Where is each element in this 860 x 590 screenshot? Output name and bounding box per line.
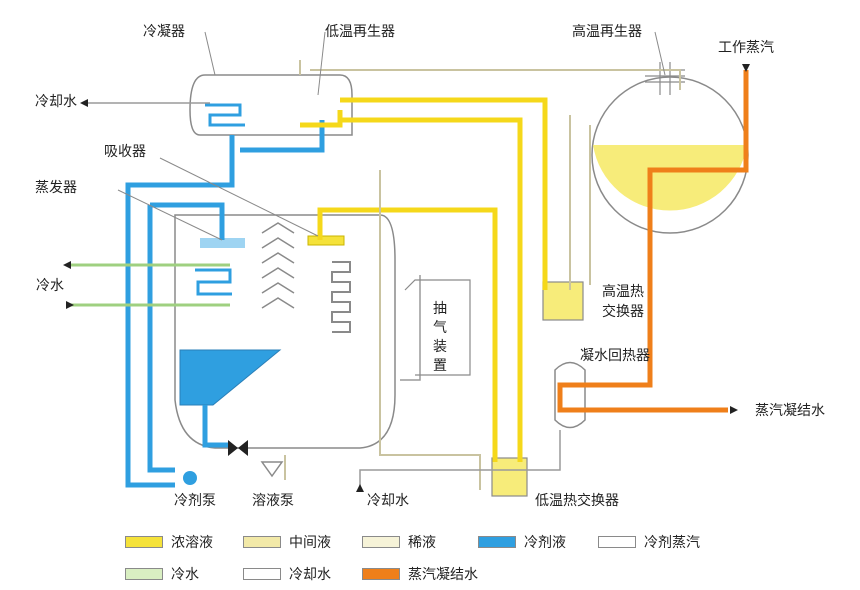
flow-arrows	[63, 64, 750, 492]
condenser-coils	[205, 103, 245, 127]
cooling-water-in-label: 冷却水	[367, 493, 409, 509]
steam-condensate-label: 蒸汽凝结水	[755, 403, 825, 419]
evaporator-spray	[200, 238, 245, 248]
cooling-water-out-label: 冷却水	[35, 94, 77, 110]
legend-swatch	[478, 536, 516, 548]
legend-item: 中间液	[243, 533, 331, 551]
legend-label: 冷却水	[289, 567, 331, 583]
low-temp-hx-label: 低温热交换器	[535, 493, 619, 509]
high-temp-hx-box	[542, 281, 584, 321]
legend-label: 中间液	[289, 535, 331, 551]
legend-label: 冷剂蒸汽	[644, 535, 700, 551]
leader-lines	[117, 31, 666, 241]
refrigerant-pipes	[125, 120, 325, 488]
cooling-water-pipes	[85, 102, 561, 488]
cold-water-out-arrow	[63, 261, 71, 269]
legend-swatch	[125, 536, 163, 548]
evaporator-label: 蒸发器	[35, 180, 77, 196]
legend-swatch	[598, 536, 636, 548]
cold-water-in-arrow	[66, 301, 74, 309]
cold-water-label: 冷水	[36, 278, 64, 294]
refrigerant-pool	[179, 349, 282, 406]
legend-item: 冷却水	[243, 565, 331, 583]
cooling-water-in-arrow	[356, 484, 364, 492]
legend-label: 浓溶液	[171, 535, 213, 551]
low-temp-hx-box	[491, 457, 528, 497]
purge-device	[404, 279, 471, 376]
condensate-reheater-label: 凝水回热器	[580, 348, 650, 364]
condenser-label: 冷凝器	[143, 24, 185, 40]
legend-item: 蒸汽凝结水	[362, 565, 478, 583]
absorber-label: 吸收器	[104, 144, 146, 160]
high-temp-solution	[593, 145, 747, 211]
refrigerant-pump-label: 冷剂泵	[174, 493, 216, 509]
condensate-reheater-shell	[554, 361, 586, 429]
working-steam-arrow	[742, 64, 750, 72]
steam-condensate-pipes	[557, 70, 749, 413]
legend-label: 冷剂液	[524, 535, 566, 551]
legend-swatch	[362, 568, 400, 580]
eliminator	[261, 222, 295, 309]
dilute-solution-pipes	[284, 60, 681, 490]
legend-item: 冷剂液	[478, 533, 566, 551]
condenser-shell	[189, 74, 353, 136]
high-temp-regenerator-label: 高温再生器	[572, 24, 642, 40]
legend-label: 冷水	[171, 567, 199, 583]
legend-swatch	[362, 536, 400, 548]
low-temp-regenerator-label: 低温再生器	[325, 24, 395, 40]
solution-pump-shape	[260, 461, 284, 478]
legend-item: 冷水	[125, 565, 199, 583]
purge-device-label: 抽气装置	[433, 301, 447, 374]
legend-label: 稀液	[408, 535, 436, 551]
cooling-water-out-arrow	[80, 99, 88, 107]
steam-condensate-arrow	[730, 406, 738, 414]
high-temp-hx-label: 高温热交换器	[602, 284, 644, 320]
cold-water-pipes	[70, 263, 230, 307]
legend-swatch	[243, 568, 281, 580]
valve-icon	[228, 440, 248, 456]
legend-swatch	[125, 568, 163, 580]
legend-swatch	[243, 536, 281, 548]
absorber-spray	[307, 235, 345, 246]
concentrated-solution-pipes	[300, 97, 548, 462]
solution-pump-label: 溶液泵	[252, 493, 294, 509]
cold-water-coil	[195, 268, 232, 296]
absorber-evaporator-shell	[174, 214, 396, 449]
legend-label: 蒸汽凝结水	[408, 567, 478, 583]
legend-item: 冷剂蒸汽	[598, 533, 700, 551]
legend-item: 浓溶液	[125, 533, 213, 551]
legend-item: 稀液	[362, 533, 436, 551]
refrigerant-pump-shape	[183, 471, 197, 485]
working-steam-label: 工作蒸汽	[718, 40, 774, 56]
absorber-coils	[331, 261, 351, 333]
